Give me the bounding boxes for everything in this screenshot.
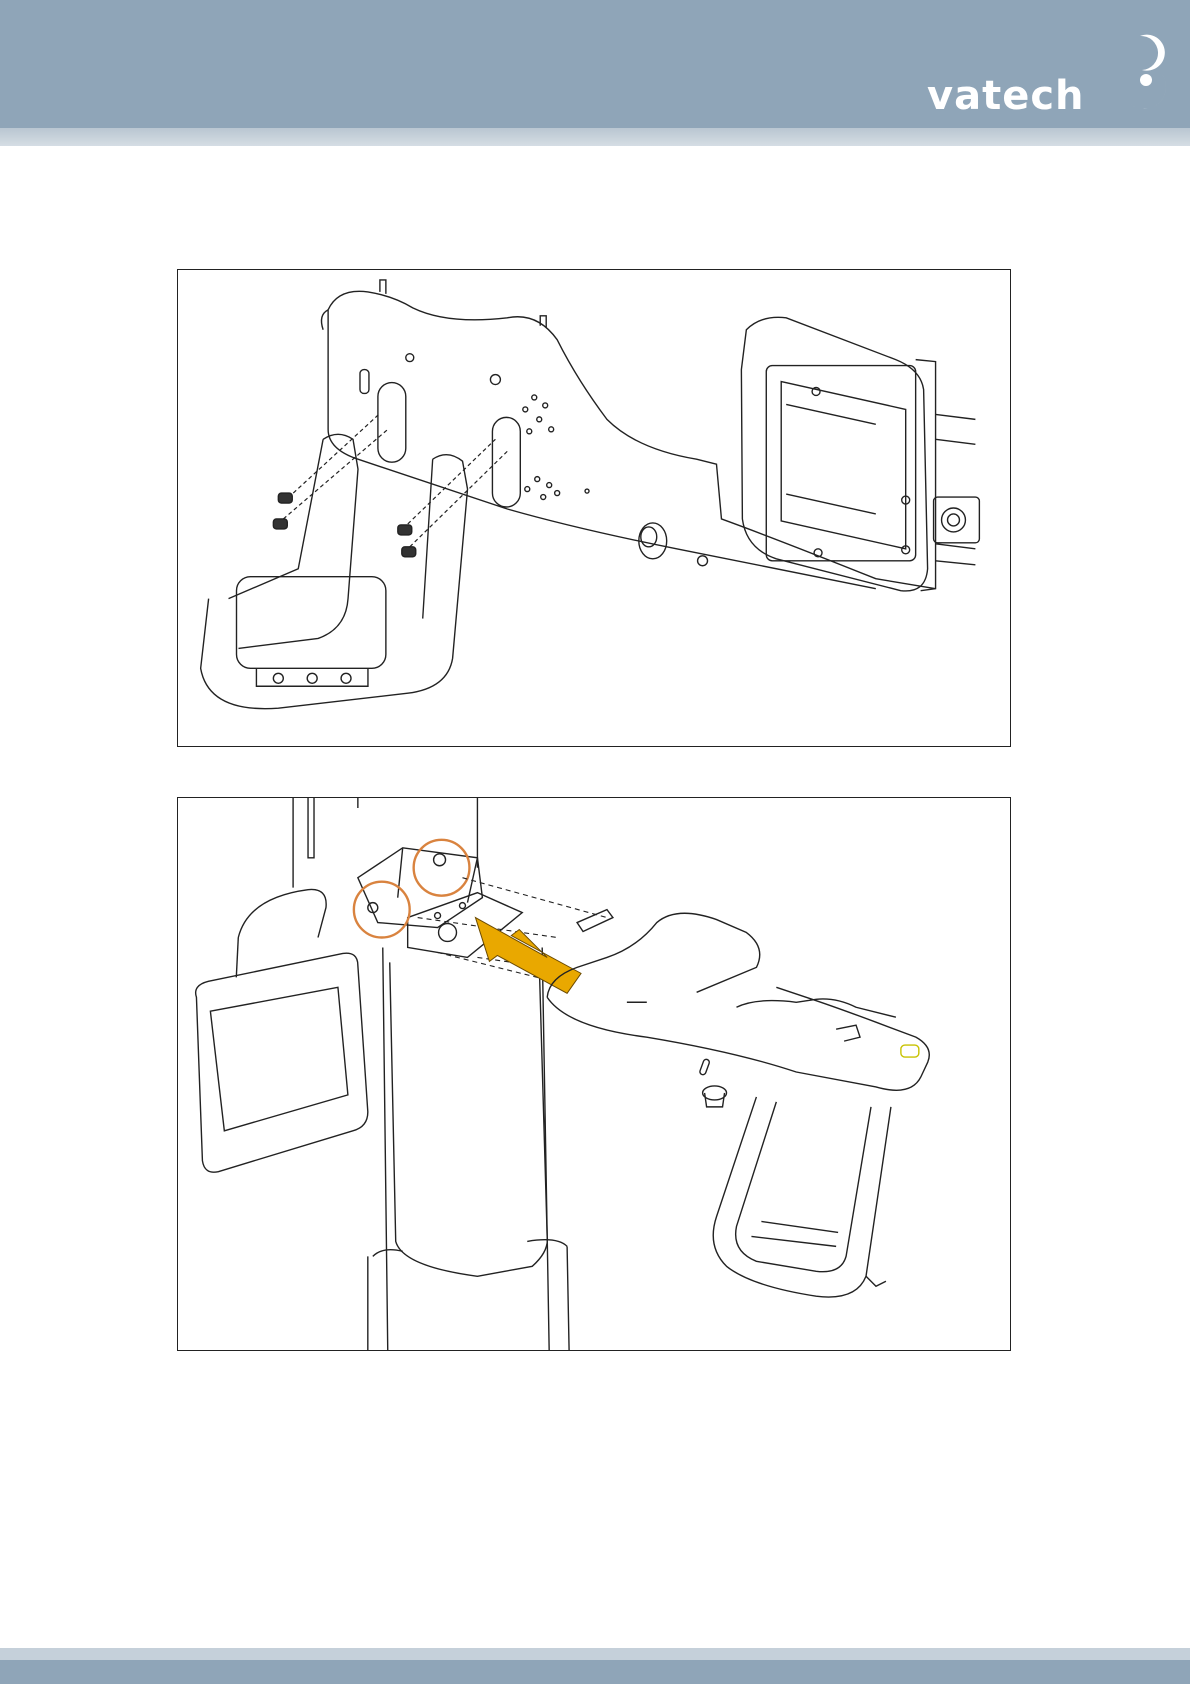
arm-attachment-drawing-icon [178,798,1010,1350]
page-header: vatech [0,0,1190,128]
page-footer [0,1660,1190,1684]
logo-text: vatech [927,76,1085,116]
footer-strip [0,1648,1190,1660]
vatech-logo: vatech [925,30,1160,116]
header-strip [0,128,1190,146]
vatech-logo-mark-icon [1120,30,1180,116]
figure-2 [177,797,1011,1351]
chin-rest-assembly-drawing-icon [178,270,1010,746]
figure-1 [177,269,1011,747]
